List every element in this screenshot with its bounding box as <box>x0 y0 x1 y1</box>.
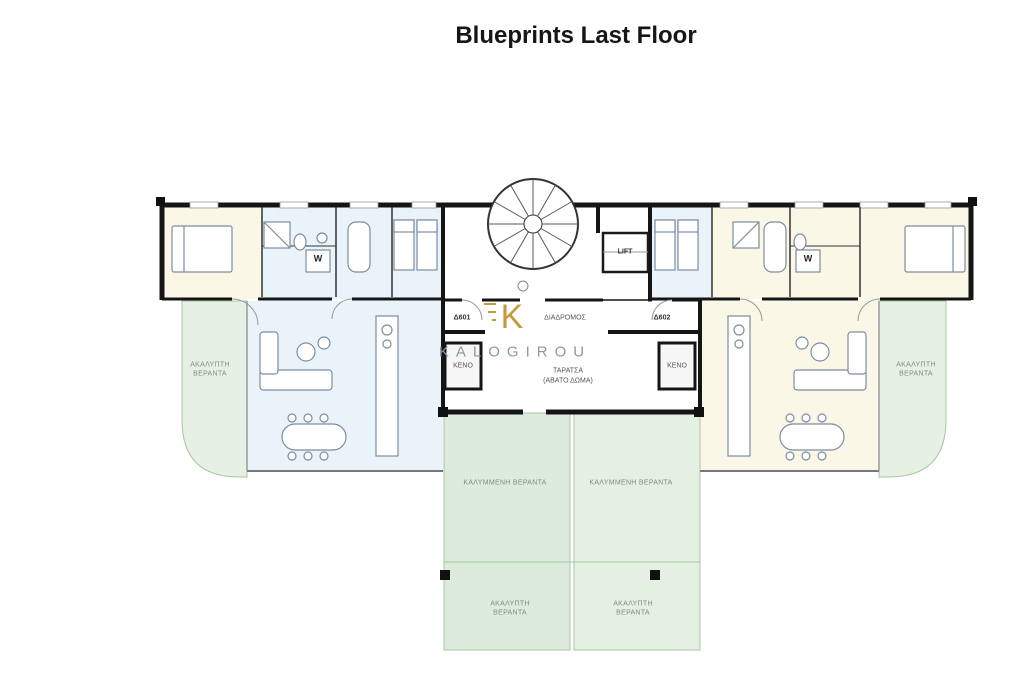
furniture-right-apartment <box>654 219 966 461</box>
toilet-right <box>793 233 807 251</box>
kitchen-counter-left <box>375 315 399 457</box>
keno-shaft-right <box>657 341 697 391</box>
dining-table-right <box>779 423 845 451</box>
dining-table-left <box>281 423 347 451</box>
covered-veranda-right-label: ΚΑΛΥΜΜΕΝΗ ΒΕΡΑΝΤΑ <box>589 479 673 487</box>
coffee-table-left <box>296 342 316 362</box>
terrace-label-line2: (ΑΒΑΤΟ ΔΩΜΑ) <box>543 377 593 385</box>
toilet-left <box>293 233 307 251</box>
unit-label-a601: Δ601 <box>453 314 471 322</box>
logo-wordmark: KALOGIROU <box>438 343 592 361</box>
coffee-table-right <box>810 342 830 362</box>
open-veranda-left-label-line2: ΒΕΡΑΝΤΑ <box>193 370 227 378</box>
lift-label: LIFT <box>617 248 633 256</box>
open-veranda-bottom-right-label-line2: ΒΕΡΑΝΤΑ <box>616 609 650 617</box>
kitchen-counter-right <box>727 315 751 457</box>
open-veranda-bottom-left-label-line1: ΑΚΑΛΥΠΤΗ <box>490 600 530 608</box>
columns <box>156 197 977 580</box>
open-veranda-left-label-line1: ΑΚΑΛΥΠΤΗ <box>190 361 230 369</box>
logo-monogram: K <box>500 298 524 336</box>
open-veranda-right-label-line1: ΑΚΑΛΥΠΤΗ <box>896 361 936 369</box>
sofa-right <box>793 369 867 391</box>
staircase <box>487 178 579 292</box>
keno-right-label: KENO <box>667 362 687 370</box>
bed-double-right <box>904 225 966 273</box>
terrace-label-line1: ΤΑΡΑΤΣΑ <box>553 367 583 375</box>
keno-shafts <box>443 341 697 391</box>
lift-shaft <box>601 231 650 274</box>
wardrobe-right-label: W <box>803 253 813 264</box>
corridor-label: ΔΙΑΔΡΟΜΟΣ <box>544 314 586 322</box>
bottom-left-veranda <box>443 412 571 651</box>
wardrobe-left-box <box>305 249 331 273</box>
right-open-veranda <box>878 300 947 478</box>
open-veranda-right-label-line2: ΒΕΡΑΝΤΑ <box>899 370 933 378</box>
left-open-veranda <box>181 300 248 478</box>
furniture-left-apartment <box>171 219 438 461</box>
open-veranda-bottom-left-label-line2: ΒΕΡΑΝΤΑ <box>493 609 527 617</box>
logo-monogram-stripes <box>484 303 496 321</box>
page-title: Blueprints Last Floor <box>455 22 697 49</box>
keno-shaft-left <box>443 341 483 391</box>
bathtub-right <box>763 221 787 273</box>
door-arcs <box>231 298 881 326</box>
landing-column <box>517 280 529 292</box>
covered-veranda-left-label: ΚΑΛΥΜΜΕΝΗ ΒΕΡΑΝΤΑ <box>463 479 547 487</box>
bed-double-left <box>171 225 233 273</box>
sofa-left <box>259 369 333 391</box>
interior-partitions <box>261 207 861 297</box>
open-veranda-bottom-right-label-line1: ΑΚΑΛΥΠΤΗ <box>613 600 653 608</box>
sink-left <box>316 232 328 244</box>
unit-label-a602: Δ602 <box>653 314 671 322</box>
wardrobe-left-label: W <box>313 253 323 264</box>
bathtub-left <box>347 221 371 273</box>
wardrobe-right-box <box>795 249 821 273</box>
bottom-right-veranda <box>573 412 701 651</box>
keno-left-label: KENO <box>453 362 473 370</box>
windows <box>189 201 952 209</box>
